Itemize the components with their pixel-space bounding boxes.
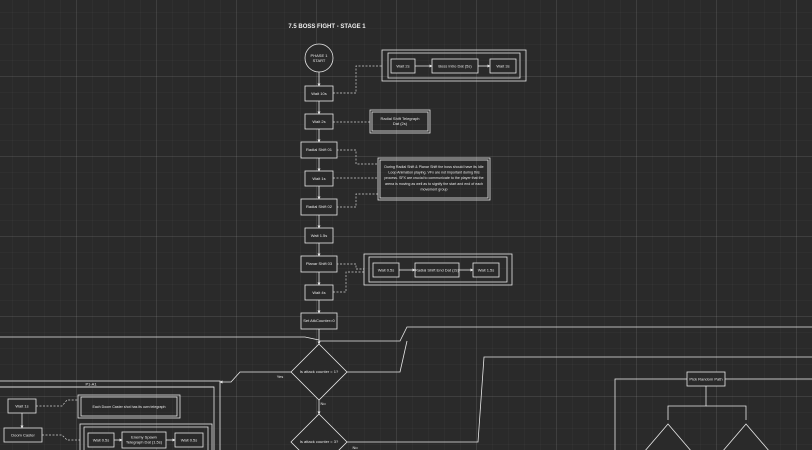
intro-sequence-frame[interactable]: Wait 2s Boss Intro Dat (5s) Wait 3s xyxy=(381,49,527,82)
intro-boss-dat-label: Boss Intro Dat (5s) xyxy=(438,64,472,69)
decision-attack-counter-1[interactable]: Is attack counter = 1? xyxy=(290,343,348,401)
node-radial-shift-02[interactable]: Radial Shift 02 xyxy=(300,198,338,216)
page-title: 7.5 BOSS FIGHT - STAGE 1 xyxy=(288,24,366,30)
telegraph-label-line1: Radial Shift Telegraph xyxy=(380,116,419,121)
end-radial-shift-dat-label: Radial Shift End Dat (2s) xyxy=(415,268,460,273)
dashed-connectors xyxy=(333,65,382,293)
decision-attack-counter-1-label: Is attack counter = 1? xyxy=(300,369,339,374)
node-planar-shift-03[interactable]: Planar Shift 03 xyxy=(300,255,338,273)
end-wait-1-5s-label: Wait 1.5s xyxy=(478,268,495,273)
p1-row-wait-a-label: Wait 0.5s xyxy=(93,438,110,443)
p1-row-telegraph-line2: Telegraph Dat (1.5s) xyxy=(126,440,163,445)
node-wait-2s[interactable]: Wait 2s xyxy=(304,113,334,130)
start-node-label-line2: START xyxy=(313,58,326,63)
node-wait-1-5s-label: Wait 1.5s xyxy=(311,233,328,238)
p1-row-wait-c-label: Wait 0.5s xyxy=(181,438,198,443)
start-node-label-line1: PHASE 1 xyxy=(311,53,329,58)
end-dat-frame[interactable]: Wait 0.5s Radial Shift End Dat (2s) Wait… xyxy=(363,253,513,286)
random-path-branch-left[interactable] xyxy=(644,423,692,450)
radial-shift-note-line: process. SFX are crucial to communicate … xyxy=(384,176,483,180)
node-set-counter-label: Set AtkCounter=0 xyxy=(303,318,335,323)
right-routing xyxy=(319,326,812,443)
telegraph-label-line2: Dat (2s) xyxy=(393,121,408,126)
node-wait-4s[interactable]: Wait 4s xyxy=(304,284,334,301)
node-radial-shift-01[interactable]: Radial Shift 01 xyxy=(300,141,338,159)
radial-shift-note-text: During Radial Shift & Planar Shift the b… xyxy=(384,165,483,191)
node-wait-1s-label: Wait 1s xyxy=(312,176,325,181)
intro-wait-2s-label: Wait 2s xyxy=(396,64,409,69)
decision-attack-counter-3-label: Is attack counter = 3? xyxy=(300,439,339,444)
intro-wait-3s[interactable] xyxy=(489,58,517,74)
decision-attack-counter-3[interactable]: Is attack counter = 3? xyxy=(290,413,348,450)
radial-shift-note-line: movement group xyxy=(421,187,448,191)
p1-a1-group[interactable]: P1-A1 Wait 1s Doom Caster Each Doom Cast… xyxy=(0,380,221,450)
p1-note-label: Each Doom Caster shot has its own telegr… xyxy=(92,405,165,409)
radial-shift-note-line: Loop Animation playing. VFx are not impo… xyxy=(388,171,479,175)
node-planar-shift-03-label: Planar Shift 03 xyxy=(306,261,333,266)
radial-shift-note-line: arena is moving as well as to signify th… xyxy=(385,182,483,186)
yes-branch-line xyxy=(219,371,291,384)
random-path-branch-right[interactable] xyxy=(722,423,770,450)
node-wait-4s-label: Wait 4s xyxy=(312,290,325,295)
radial-shift-note-line: During Radial Shift & Planar Shift the b… xyxy=(384,165,483,169)
p1-note-box[interactable] xyxy=(77,394,181,419)
node-wait-2s-label: Wait 2s xyxy=(312,119,325,124)
intro-wait-3s-label: Wait 3s xyxy=(496,64,509,69)
pick-random-path-label: Pick Random Path xyxy=(689,377,722,382)
edge-label-no-1: No xyxy=(320,401,326,406)
node-radial-shift-01-label: Radial Shift 01 xyxy=(306,147,333,152)
p1-wait-1s-label: Wait 1s xyxy=(15,404,28,409)
start-node[interactable]: PHASE 1 START xyxy=(304,43,334,73)
node-wait-10s[interactable]: Wait 10s xyxy=(304,85,334,102)
p1-doom-caster-label: Doom Caster xyxy=(11,433,35,438)
node-wait-1s[interactable]: Wait 1s xyxy=(304,170,334,187)
radial-shift-note[interactable]: During Radial Shift & Planar Shift the b… xyxy=(377,157,491,201)
node-wait-10s-label: Wait 10s xyxy=(311,91,326,96)
telegraph-box[interactable]: Radial Shift Telegraph Dat (2s) xyxy=(369,109,431,134)
p1-row-wait-c[interactable] xyxy=(174,432,204,448)
node-set-counter[interactable]: Set AtkCounter=0 xyxy=(300,312,338,330)
node-radial-shift-02-label: Radial Shift 02 xyxy=(306,204,333,209)
edge-label-no-2: No xyxy=(352,445,358,450)
p1-a1-title: P1-A1 xyxy=(85,382,97,387)
edge-label-yes: Yes xyxy=(277,374,284,379)
end-wait-1-5s[interactable] xyxy=(472,262,500,278)
random-path-group[interactable]: Pick Random Path xyxy=(614,371,812,450)
loop-return-line xyxy=(0,336,320,341)
end-wait-0-5s-label: Wait 0.5s xyxy=(378,268,395,273)
p1-row-telegraph-line1: Enemy Spawn xyxy=(131,435,157,440)
node-wait-1-5s[interactable]: Wait 1.5s xyxy=(304,227,334,244)
